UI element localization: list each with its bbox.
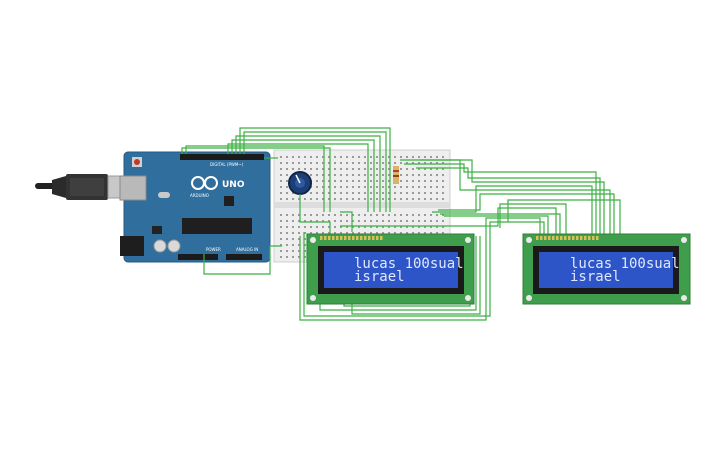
usb-cable[interactable] <box>35 174 129 200</box>
lcd-right-pins <box>536 236 599 240</box>
analog-header-label: ANALOG IN <box>236 247 258 252</box>
lcd-display-left[interactable]: lucas 100sual israel <box>306 233 475 305</box>
arduino-uno-board[interactable]: UNO ARDUINO DIGITAL (PWM~) POWER ANALOG … <box>119 151 271 263</box>
lcd-left-line-1: lucas 100sual <box>354 256 464 272</box>
digital-header-label: DIGITAL (PWM~) <box>210 162 244 167</box>
board-brand-label: ARDUINO <box>190 193 209 198</box>
digital-header <box>180 154 264 160</box>
board-model-label: UNO <box>222 180 245 190</box>
power-header <box>178 254 218 260</box>
dc-jack <box>120 236 144 256</box>
lcd-left-screen <box>324 252 458 288</box>
power-header-label: POWER <box>206 247 221 252</box>
lcd-display-right[interactable]: lucas 100sual israel <box>522 233 691 305</box>
lcd-right-screen <box>539 252 673 288</box>
arduino-logo-icon <box>191 176 218 190</box>
atmega-chip <box>182 218 252 234</box>
lcd-left-pins <box>320 236 383 240</box>
lcd-right-line-1: lucas 100sual <box>570 256 680 272</box>
potentiometer[interactable] <box>288 171 312 195</box>
analog-header <box>226 254 262 260</box>
lcd-right-line-2: israel <box>570 269 621 285</box>
usb-jack <box>119 175 147 201</box>
lcd-left-line-2: israel <box>354 269 405 285</box>
wires[interactable] <box>181 127 621 321</box>
